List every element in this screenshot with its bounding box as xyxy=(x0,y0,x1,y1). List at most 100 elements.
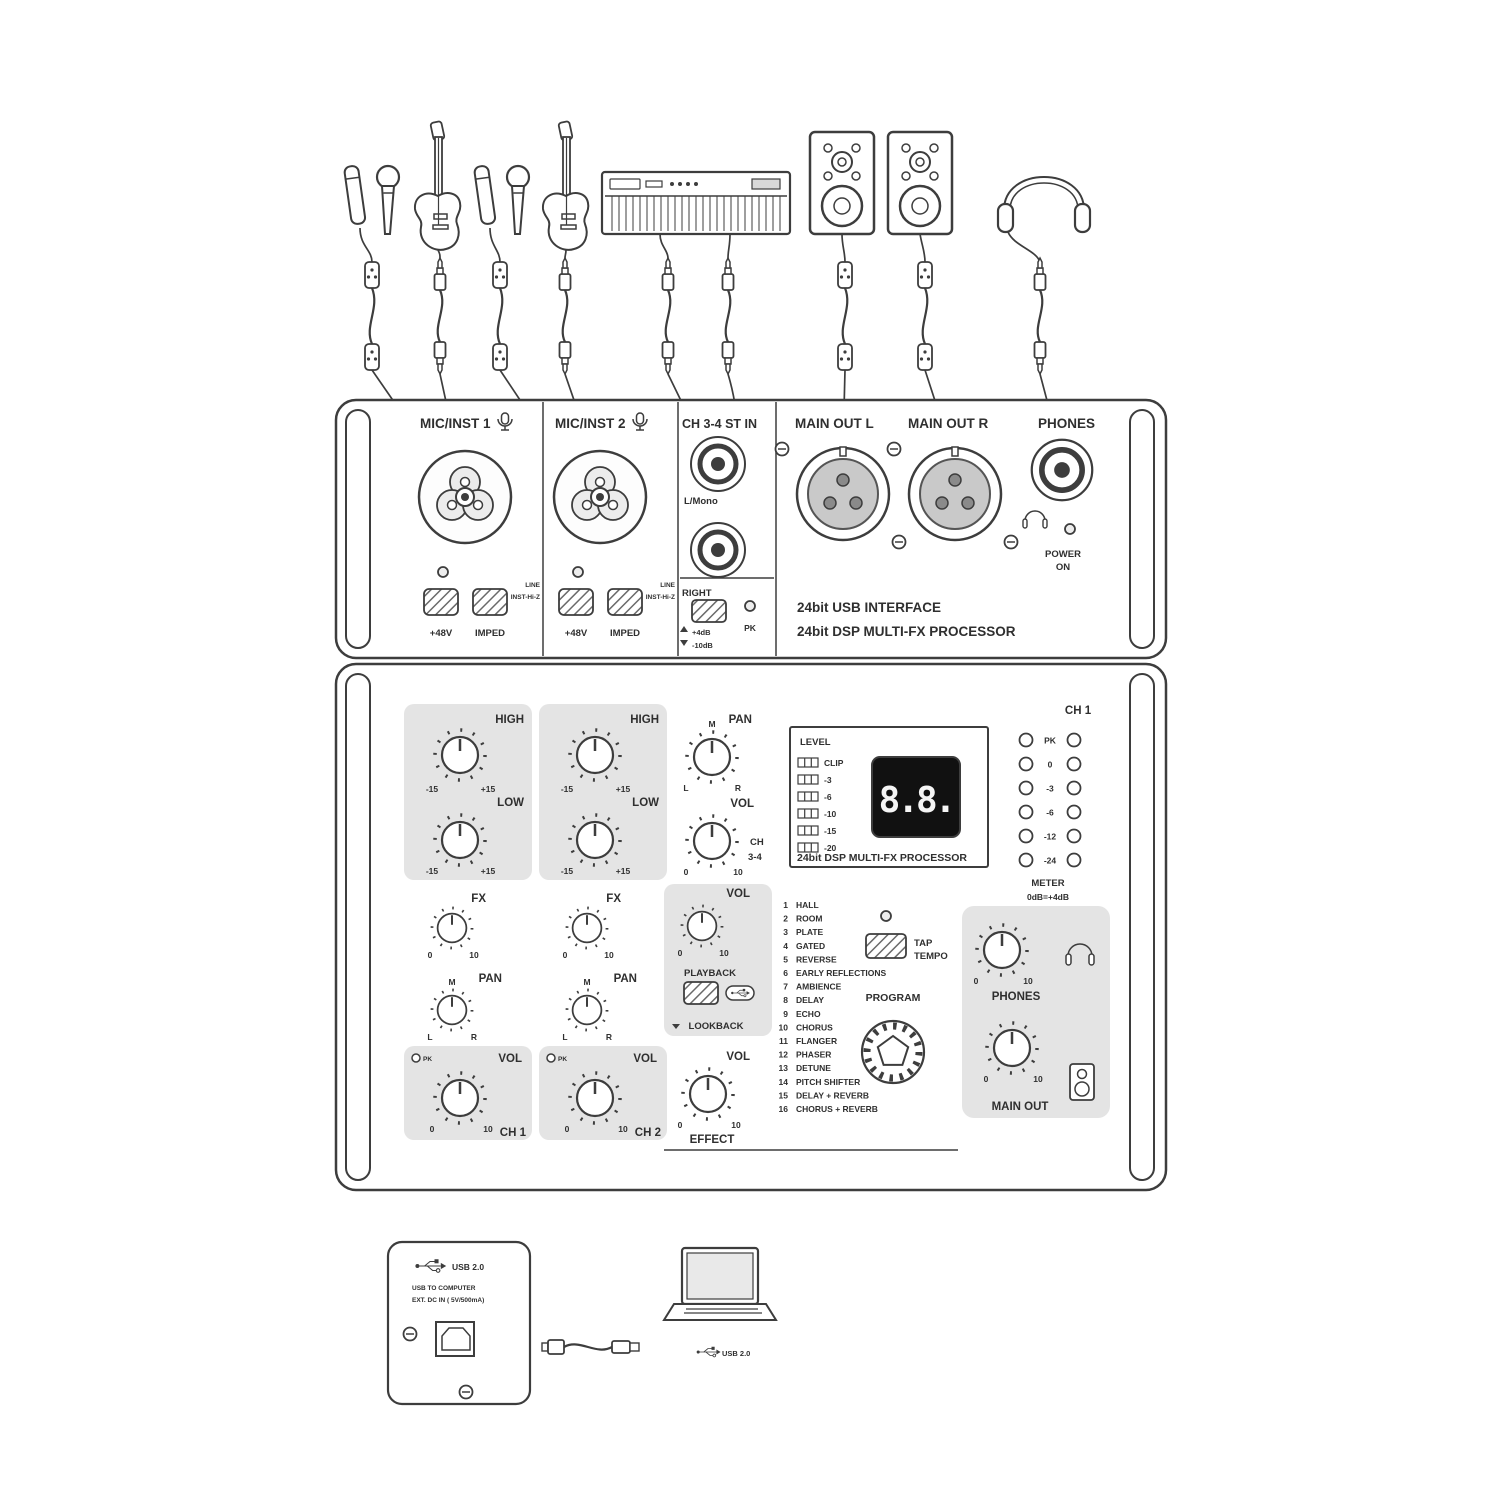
program-label: PROGRAM xyxy=(866,992,921,1004)
mic-pair-1-icon xyxy=(343,164,401,235)
scale-max: 10 xyxy=(1023,976,1033,986)
meter-label: METER xyxy=(1031,878,1064,889)
meter-row: -24 xyxy=(1018,852,1082,868)
pan-center-mark: M xyxy=(708,719,715,729)
ch2-name: CH 2 xyxy=(635,1127,661,1139)
usb-rear-panel: USB 2.0 USB TO COMPUTER EXT. DC IN ( 5V/… xyxy=(386,1240,532,1406)
ch2-imped-label: IMPED xyxy=(610,628,640,639)
scale-max: R xyxy=(735,783,741,793)
meter-row: -12 xyxy=(1018,828,1082,844)
headphones-icon xyxy=(996,176,1092,234)
scale-min: L xyxy=(683,783,688,793)
channel-meter: CH 1 PK 0 -3 -6 -12 -24 METER 0dB=+4dB xyxy=(1018,705,1092,902)
effect-name: PITCH SHIFTER xyxy=(796,1077,860,1087)
laptop-usb-label: USB 2.0 xyxy=(722,1349,750,1358)
scale-max: 10 xyxy=(469,950,479,960)
phones-level-label: PHONES xyxy=(992,991,1041,1003)
effect-number: 13 xyxy=(779,1063,789,1073)
dsp-label: 24bit DSP MULTI-FX PROCESSOR xyxy=(797,852,967,864)
effect-name: FLANGER xyxy=(796,1036,837,1046)
st-in-pad-button xyxy=(691,599,727,623)
main-out-r-xlr xyxy=(907,445,1003,542)
tap-label-2: TEMPO xyxy=(914,951,948,962)
ch2-imped-button xyxy=(607,588,643,616)
meter-row: PK xyxy=(1018,732,1082,748)
meter-row: -3 xyxy=(1018,780,1082,796)
meter-row: -6 xyxy=(1018,804,1082,820)
meter-ref-label: 0dB=+4dB xyxy=(1027,892,1069,902)
scale-max: +15 xyxy=(481,784,496,794)
effect-number: 12 xyxy=(779,1050,789,1060)
playback-label: PLAYBACK xyxy=(684,968,736,979)
scale-max: 10 xyxy=(604,950,614,960)
meter-row-label: PK xyxy=(1044,736,1057,746)
usb20-label: USB 2.0 xyxy=(452,1262,484,1272)
scale-max: 10 xyxy=(719,948,729,958)
meter-row: 0 xyxy=(1018,756,1082,772)
pad-down-label: -10dB xyxy=(692,641,713,650)
power-label-2: ON xyxy=(1056,562,1070,573)
scale-min: -15 xyxy=(426,784,439,794)
effect-number: 6 xyxy=(783,968,788,978)
lookback-triangle xyxy=(672,1024,680,1029)
meter-row-label: -3 xyxy=(1046,784,1054,794)
screw xyxy=(891,534,907,550)
effect-number: 4 xyxy=(783,941,788,951)
effect-name: REVERSE xyxy=(796,954,837,964)
monitor-speaker-left-icon xyxy=(808,130,876,236)
monitor-speaker-right-icon xyxy=(886,130,954,236)
effect-number: 3 xyxy=(783,927,788,937)
tap-tempo-button xyxy=(865,933,907,959)
scale-max: R xyxy=(606,1032,612,1042)
screw xyxy=(402,1326,418,1342)
level-row-minus3: -3 xyxy=(797,774,832,785)
effect-name: GATED xyxy=(796,941,825,951)
scale-max: +15 xyxy=(616,784,631,794)
pan-center-mark: M xyxy=(583,977,590,987)
effect-number: 9 xyxy=(783,1009,788,1019)
spec-line-1: 24bit USB INTERFACE xyxy=(797,600,941,615)
program-knob-group: PROGRAM xyxy=(860,992,926,1085)
ch2-peak-label: PK xyxy=(558,1056,567,1063)
level-row-label: -20 xyxy=(824,843,837,853)
level-row-minus15: -15 xyxy=(797,825,837,836)
effect-name: AMBIENCE xyxy=(796,982,842,992)
headphone-small-icon xyxy=(1022,510,1048,529)
right-label: RIGHT xyxy=(682,588,712,599)
level-row-minus6: -6 xyxy=(797,791,832,802)
scale-max: 10 xyxy=(618,1124,628,1134)
effect-name: DELAY + REVERB xyxy=(796,1090,869,1100)
effect-number: 14 xyxy=(779,1077,789,1087)
laptop-icon xyxy=(662,1246,778,1321)
ch2-pan-label: PAN xyxy=(614,973,637,985)
level-row-label: -10 xyxy=(824,809,837,819)
ch2-line-mark: LINE xyxy=(660,582,675,589)
st-in-peak-led xyxy=(744,600,756,612)
scale-min: L xyxy=(562,1032,567,1042)
mic-inst-2-label: MIC/INST 2 xyxy=(555,416,626,431)
main-out-r-label: MAIN OUT R xyxy=(908,416,988,431)
l-mono-label: L/Mono xyxy=(684,496,718,507)
ch1-signal-led xyxy=(437,566,449,578)
tap-tempo-group: TAP TEMPO xyxy=(865,910,948,962)
level-row-minus10: -10 xyxy=(797,808,837,819)
effect-number: 5 xyxy=(783,954,788,964)
ch1-48v-button xyxy=(423,588,459,616)
st-in-right-jack xyxy=(691,523,745,577)
meter-row-label: 0 xyxy=(1048,760,1053,770)
ch2-low-label: LOW xyxy=(632,797,659,809)
ch2-vol-label: VOL xyxy=(633,1053,657,1065)
playback-section xyxy=(664,884,772,1036)
mic-inst-1-combo-jack xyxy=(417,449,513,545)
ch1-pan-label: PAN xyxy=(479,973,502,985)
meter-row-label: -24 xyxy=(1044,856,1057,866)
usb-cable-icon xyxy=(541,1339,640,1355)
meter-row-label: -12 xyxy=(1044,832,1057,842)
effect-name: ECHO xyxy=(796,1009,821,1019)
scale-min: 0 xyxy=(974,976,979,986)
ch1-low-label: LOW xyxy=(497,797,524,809)
effect-name: CHORUS xyxy=(796,1022,833,1032)
pad-up-label: +4dB xyxy=(692,628,711,637)
ch2-peak-led xyxy=(546,1053,556,1063)
